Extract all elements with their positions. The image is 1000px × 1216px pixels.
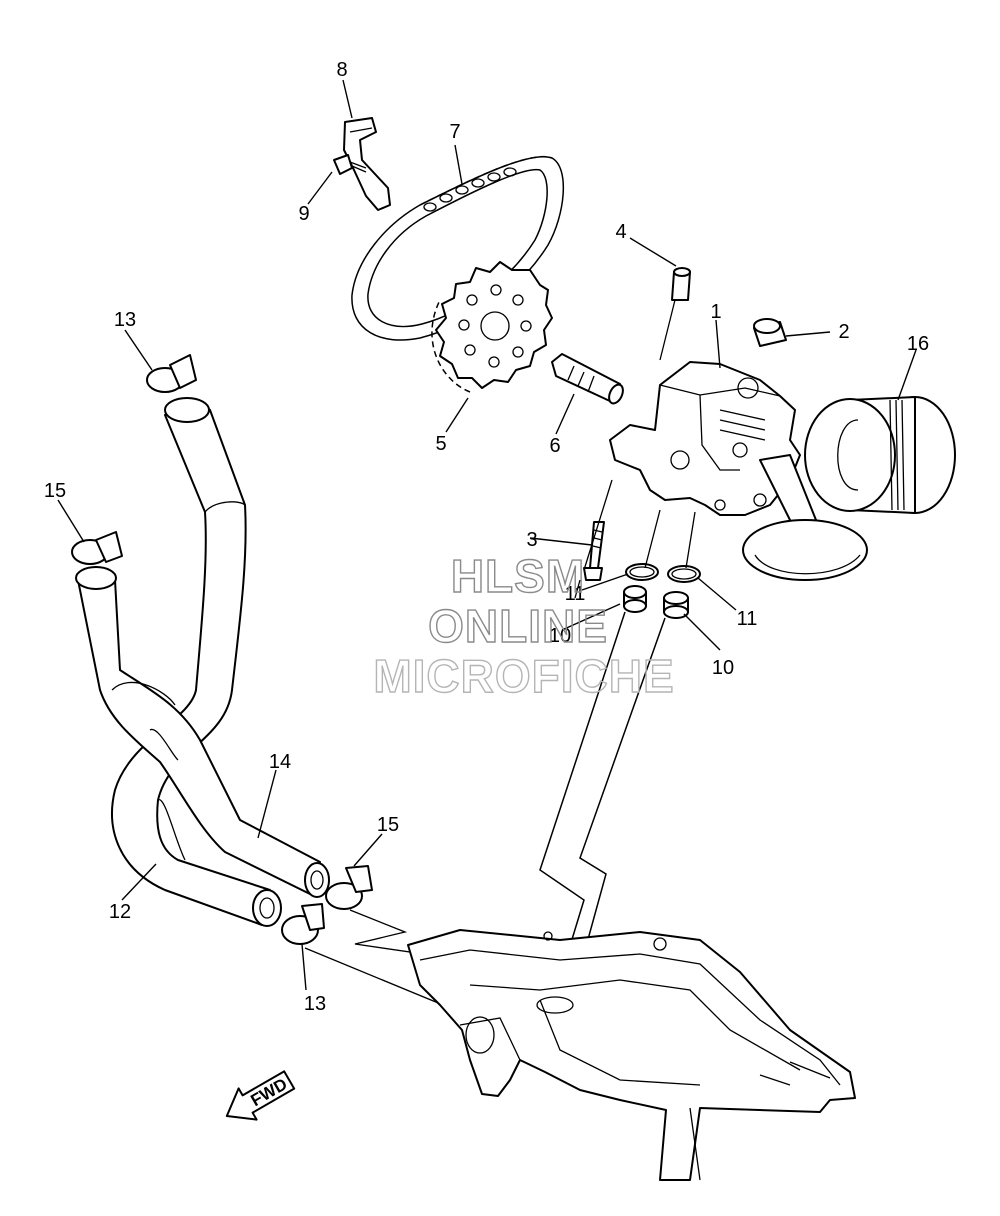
watermark-line-2: ONLINE	[428, 600, 608, 652]
part-15-clamp-upper[interactable]	[71, 531, 123, 565]
oil-pan-crankcase[interactable]	[407, 929, 856, 1181]
leader-lines	[57, 79, 917, 991]
part-11-o-ring-left[interactable]	[625, 563, 659, 581]
part-2-collar[interactable]	[753, 318, 787, 347]
watermark-line-3: MICROFICHE	[373, 650, 674, 702]
callout-3: 3	[526, 529, 537, 551]
part-10-collar-left[interactable]	[623, 585, 647, 613]
fwd-direction-arrow: FWD	[225, 1070, 296, 1121]
callout-15-lower: 15	[377, 814, 399, 836]
callout-2: 2	[838, 321, 849, 343]
callout-10-left: 10	[549, 625, 571, 647]
callout-13-upper: 13	[114, 309, 136, 331]
part-14-hose[interactable]	[75, 566, 330, 898]
watermark-line-1: HLSM	[451, 550, 585, 602]
part-3-bolt[interactable]	[583, 521, 605, 581]
callout-13-lower: 13	[304, 993, 326, 1015]
callout-9: 9	[298, 203, 309, 225]
callout-12: 12	[109, 901, 131, 923]
part-13-clamp-upper[interactable]	[146, 354, 197, 393]
part-5-sprocket[interactable]	[431, 261, 553, 393]
callout-7: 7	[449, 121, 460, 143]
part-6-shaft[interactable]	[551, 353, 626, 406]
callout-11-right: 11	[737, 608, 758, 630]
callout-8: 8	[336, 59, 347, 81]
part-12-hose[interactable]	[111, 397, 282, 927]
part-4-dowel-pin[interactable]	[671, 267, 691, 301]
callout-14: 14	[269, 751, 291, 773]
callout-11-left: 11	[565, 583, 586, 605]
callout-4: 4	[615, 221, 626, 243]
part-11-o-ring-right[interactable]	[667, 565, 701, 583]
callout-10-right: 10	[712, 657, 734, 679]
callout-5: 5	[435, 433, 446, 455]
callout-16: 16	[907, 333, 929, 355]
part-10-collar-right[interactable]	[663, 591, 689, 619]
callout-15-upper: 15	[44, 480, 66, 502]
part-13-clamp-lower[interactable]	[281, 903, 325, 945]
watermark: HLSM ONLINE MICROFICHE	[373, 549, 675, 702]
part-9-bolt[interactable]	[333, 154, 367, 175]
part-16-oil-filter[interactable]	[804, 396, 956, 514]
callout-6: 6	[549, 435, 560, 457]
part-15-clamp-lower[interactable]	[325, 865, 373, 910]
callout-1: 1	[710, 301, 721, 323]
part-1-oil-pump[interactable]	[609, 361, 801, 516]
oil-strainer[interactable]	[742, 454, 868, 581]
callout-numbers: 1 2 3 4 5 6 7 8 9 10 10 11 11 12 13 13 1…	[44, 59, 929, 1015]
